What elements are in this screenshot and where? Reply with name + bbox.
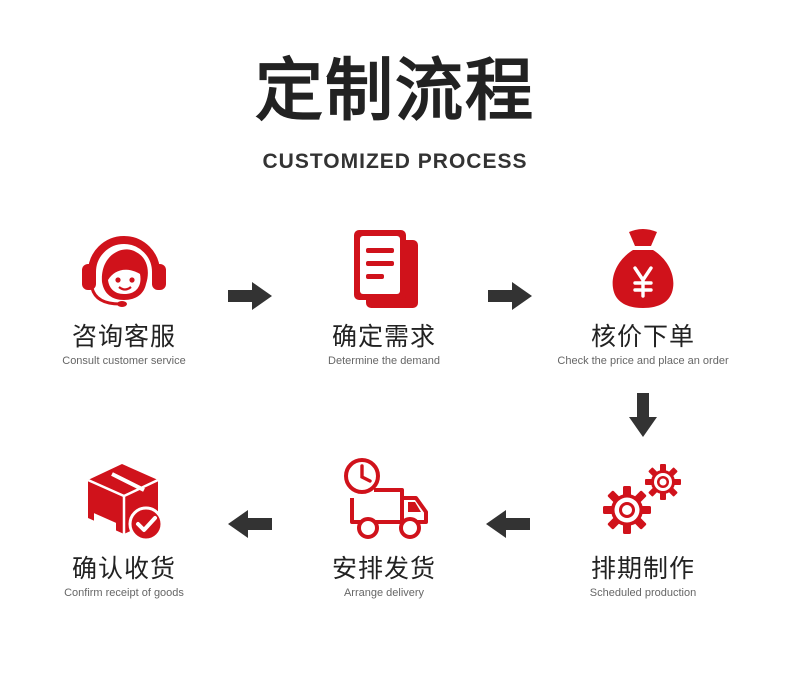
step-subtitle: Arrange delivery (343, 587, 425, 599)
step-title: 排期制作 (590, 554, 695, 583)
step-subtitle: Determine the demand (328, 355, 440, 367)
document-icon (354, 230, 418, 308)
arrow-down-icon (629, 393, 657, 437)
step-title: 确定需求 (331, 322, 436, 351)
step-check-price-order: 核价下单 Check the price and place an order (523, 224, 763, 368)
page-title: 定制流程 (254, 52, 535, 131)
step-subtitle: Check the price and place an order (557, 355, 729, 367)
customer-service-headset-icon (82, 236, 166, 307)
step-scheduled-production: 排期制作 Scheduled production (523, 456, 763, 600)
step-determine-demand: 确定需求 Determine the demand (264, 224, 504, 368)
arrow-left-icon (228, 510, 272, 538)
step-subtitle: Consult customer service (62, 355, 186, 367)
step-title: 安排发货 (331, 554, 436, 583)
delivery-truck-clock-icon (344, 458, 428, 539)
gears-icon (603, 464, 681, 534)
step-subtitle: Scheduled production (589, 587, 697, 599)
money-bag-yen-icon (612, 229, 674, 308)
step-title: 确认收货 (71, 554, 176, 583)
step-confirm-receipt: 确认收货 Confirm receipt of goods (4, 456, 244, 600)
step-title: 咨询客服 (71, 322, 176, 351)
step-arrange-delivery: 安排发货 Arrange delivery (264, 456, 504, 600)
package-check-icon (87, 464, 164, 542)
step-consult-customer-service: 咨询客服 Consult customer service (4, 224, 244, 368)
step-subtitle: Confirm receipt of goods (64, 587, 184, 599)
step-title: 核价下单 (590, 322, 695, 351)
arrow-right-icon (228, 282, 272, 310)
arrow-left-icon (486, 510, 530, 538)
arrow-right-icon (488, 282, 532, 310)
page-subtitle: CUSTOMIZED PROCESS (262, 150, 528, 173)
